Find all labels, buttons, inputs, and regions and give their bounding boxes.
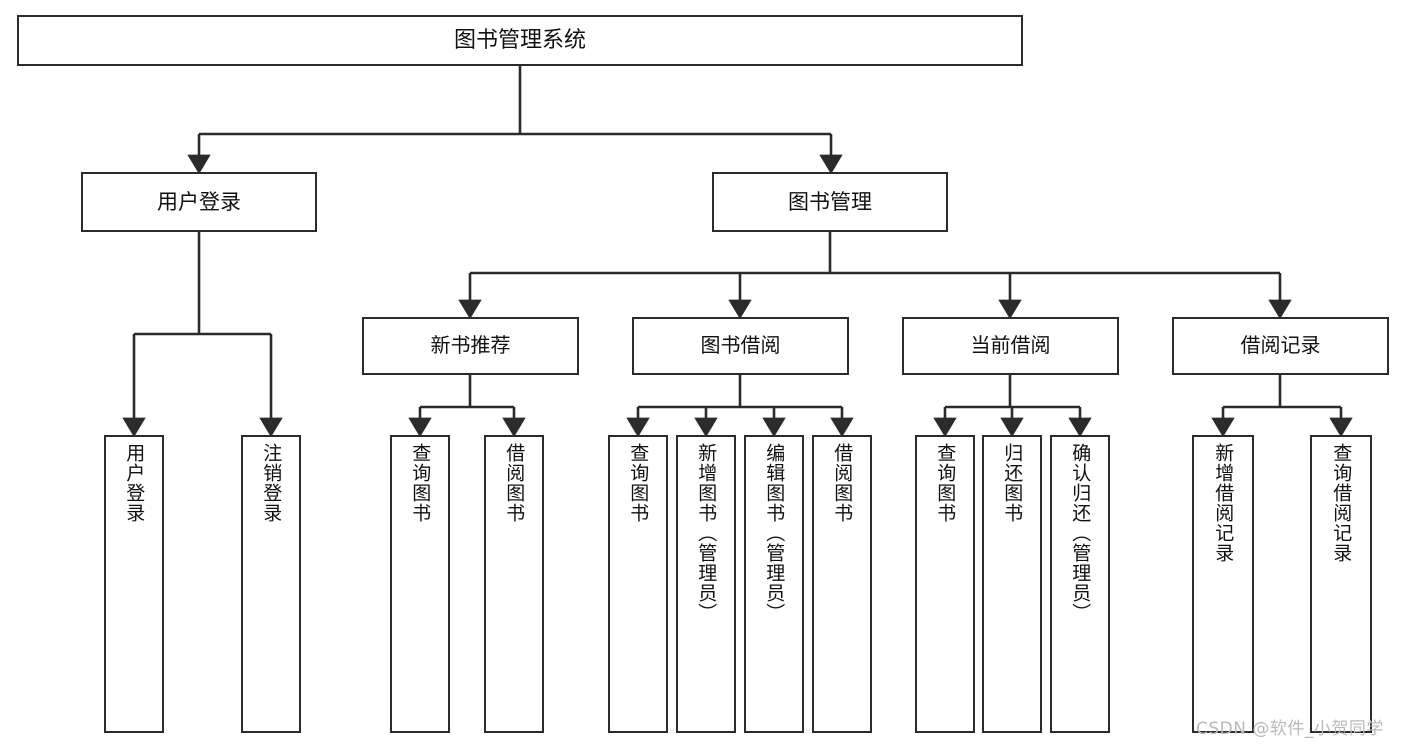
node-leaf-user-login[interactable]: 用户登录 <box>104 435 164 733</box>
node-borrow-record-label: 借阅记录 <box>1240 333 1321 358</box>
node-user-login[interactable]: 用户登录 <box>81 172 317 232</box>
node-leaf-borrow-book-rec-label: 借阅图书 <box>503 443 526 523</box>
node-leaf-query-borrow-record[interactable]: 查询借阅记录 <box>1310 435 1372 733</box>
node-leaf-return-book[interactable]: 归还图书 <box>982 435 1042 733</box>
node-leaf-add-borrow-record-label: 新增借阅记录 <box>1212 443 1235 563</box>
node-leaf-user-logout[interactable]: 注销登录 <box>241 435 301 733</box>
node-leaf-add-book-label: 新增图书（管理员） <box>695 443 718 623</box>
node-leaf-confirm-return-label: 确认归还（管理员） <box>1069 443 1092 623</box>
node-leaf-borrow-book-label: 借阅图书 <box>831 443 854 523</box>
node-leaf-query-book-cur-label: 查询图书 <box>934 443 957 523</box>
node-leaf-query-book-rec[interactable]: 查询图书 <box>390 435 450 733</box>
node-leaf-query-borrow-record-label: 查询借阅记录 <box>1330 443 1353 563</box>
node-leaf-borrow-book[interactable]: 借阅图书 <box>812 435 872 733</box>
node-book-management-label: 图书管理 <box>788 189 872 214</box>
node-book-borrow[interactable]: 图书借阅 <box>632 317 849 375</box>
node-book-management[interactable]: 图书管理 <box>712 172 948 232</box>
node-leaf-add-borrow-record[interactable]: 新增借阅记录 <box>1192 435 1254 733</box>
node-leaf-borrow-book-rec[interactable]: 借阅图书 <box>484 435 544 733</box>
csdn-watermark: CSDN @软件_小贺同学 <box>1196 719 1384 739</box>
node-leaf-query-book-borrow-label: 查询图书 <box>627 443 650 523</box>
node-leaf-add-book[interactable]: 新增图书（管理员） <box>676 435 736 733</box>
node-book-borrow-label: 图书借阅 <box>700 333 781 358</box>
node-leaf-query-book-rec-label: 查询图书 <box>409 443 432 523</box>
node-root-label: 图书管理系统 <box>453 27 586 53</box>
node-leaf-query-book-borrow[interactable]: 查询图书 <box>608 435 668 733</box>
node-leaf-confirm-return[interactable]: 确认归还（管理员） <box>1050 435 1110 733</box>
node-new-book-recommend-label: 新书推荐 <box>430 333 511 358</box>
node-current-borrow[interactable]: 当前借阅 <box>902 317 1119 375</box>
node-new-book-recommend[interactable]: 新书推荐 <box>362 317 579 375</box>
node-user-login-label: 用户登录 <box>157 189 241 214</box>
node-leaf-user-logout-label: 注销登录 <box>260 443 283 523</box>
node-current-borrow-label: 当前借阅 <box>970 333 1051 358</box>
node-leaf-user-login-label: 用户登录 <box>123 443 146 523</box>
node-leaf-return-book-label: 归还图书 <box>1001 443 1024 523</box>
node-leaf-query-book-cur[interactable]: 查询图书 <box>915 435 975 733</box>
node-leaf-edit-book[interactable]: 编辑图书（管理员） <box>744 435 804 733</box>
node-root-system[interactable]: 图书管理系统 <box>17 15 1023 66</box>
node-leaf-edit-book-label: 编辑图书（管理员） <box>763 443 786 623</box>
node-borrow-record[interactable]: 借阅记录 <box>1172 317 1389 375</box>
